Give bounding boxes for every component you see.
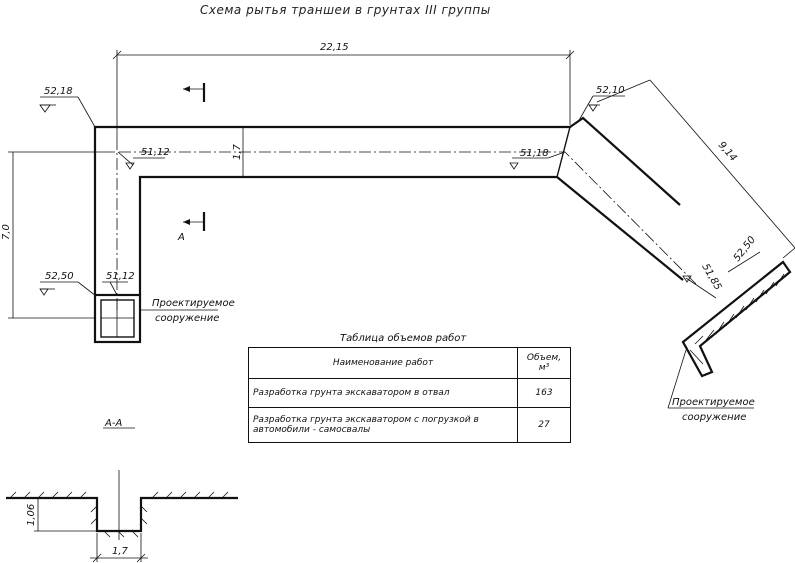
drawing-title: Схема рытья траншеи в грунтах III группы <box>200 3 491 17</box>
structure-label-right-line2: сооружение <box>682 412 746 423</box>
dimension-length: 22,15 <box>112 42 575 150</box>
table-header-row: Наименование работ Объем, м³ <box>248 347 571 379</box>
section-aa: А-А 1,06 <box>6 418 238 563</box>
table-caption: Таблица объемов работ <box>340 332 467 344</box>
structure-label-left: Проектируемое сооружение <box>140 298 235 324</box>
section-depth-label: 1,06 <box>26 504 37 526</box>
table-cell-volume: 163 <box>517 378 571 408</box>
dimension-width-plan: 1,7 <box>232 127 244 177</box>
elev-bottom-left-ground-label: 52,50 <box>45 271 74 282</box>
projected-structure-left <box>93 293 142 344</box>
length-label: 22,15 <box>320 42 349 53</box>
structure-label-right-line1: Проектируемое <box>672 397 755 408</box>
elevation-top-left: 52,18 <box>39 86 96 128</box>
table-row: Разработка грунта экскаватором в отвал 1… <box>248 378 571 408</box>
structure-label-left-line2: сооружение <box>155 313 219 324</box>
table-header-volume: Объем, м³ <box>517 347 571 379</box>
dimension-height: 7,0 <box>1 151 115 319</box>
section-aa-title: А-А <box>104 418 122 429</box>
trench-plan <box>93 116 698 310</box>
elev-diag-trench-label: 51,85 <box>699 262 723 292</box>
table-cell-name: Разработка грунта экскаватором в отвал <box>248 378 518 408</box>
table-header-name: Наименование работ <box>248 347 518 379</box>
structure-label-right: Проектируемое сооружение <box>667 349 755 423</box>
elev-top-right-label: 52,10 <box>596 85 625 96</box>
elev-inner-corner-label: 51,12 <box>141 147 170 158</box>
height-label: 7,0 <box>1 224 12 240</box>
volume-table: Наименование работ Объем, м³ Разработка … <box>248 347 571 443</box>
elevation-inner-corner: 51,12 <box>117 147 170 170</box>
elevation-top-right: 52,10 <box>577 85 625 123</box>
elev-trench-right-label: 51,18 <box>520 148 549 159</box>
elevation-diag-trench: 51,85 <box>682 262 723 299</box>
section-marker-label: А <box>177 232 185 243</box>
table-cell-volume: 27 <box>517 407 571 443</box>
section-marker-top <box>183 83 206 102</box>
elevation-diag-ground: 52,50 <box>727 235 761 273</box>
width-plan-label: 1,7 <box>232 143 243 160</box>
elev-diag-ground-label: 52,50 <box>732 235 758 264</box>
elevation-bottom-left: 52,50 51,12 <box>39 271 135 297</box>
section-marker-bottom: А <box>177 212 206 243</box>
elev-top-left-label: 52,18 <box>44 86 73 97</box>
projected-structure-right <box>681 260 792 378</box>
elevation-trench-right: 51,18 <box>509 148 566 170</box>
dimension-diagonal: 9,14 <box>596 79 795 259</box>
table-cell-name: Разработка грунта экскаватором с погрузк… <box>248 407 518 443</box>
structure-label-left-line1: Проектируемое <box>152 298 235 309</box>
table-row: Разработка грунта экскаватором с погрузк… <box>248 407 571 443</box>
elev-bottom-left-trench-label: 51,12 <box>106 271 135 282</box>
section-width-label: 1,7 <box>112 546 129 557</box>
